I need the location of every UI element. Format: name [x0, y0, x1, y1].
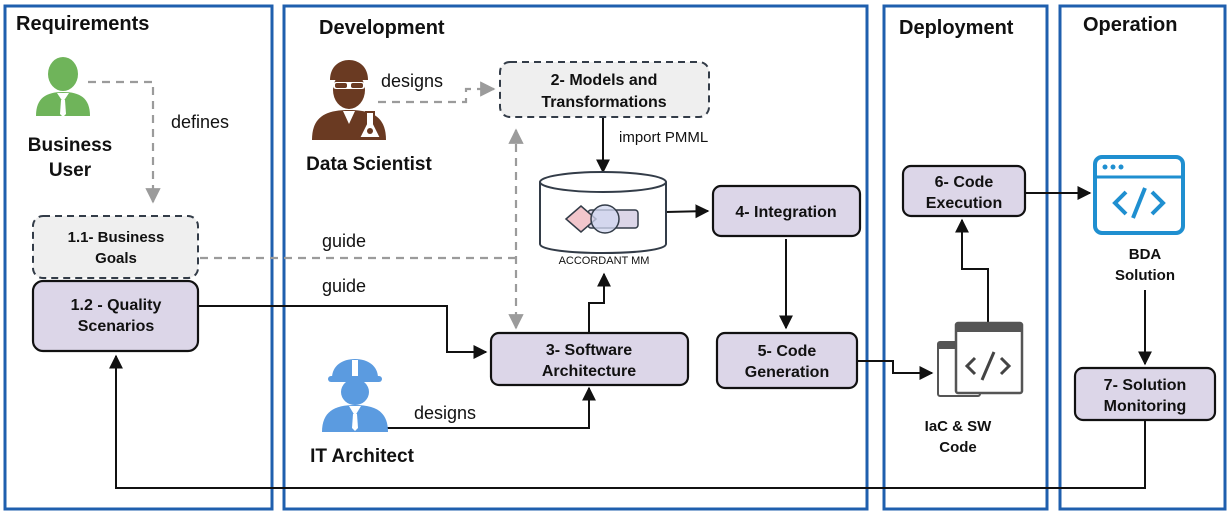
code-window-icon — [1093, 155, 1185, 235]
artifact-label-bda-2: Solution — [1115, 267, 1175, 284]
node-label-business-goals-2: Goals — [95, 250, 137, 267]
node-models-transformations[interactable]: 2- Models and Transformations — [499, 61, 710, 118]
edge-guide-quality — [198, 305, 488, 359]
engineer-icon — [322, 359, 388, 432]
node-label-architecture-1: 3- Software — [546, 342, 632, 359]
phase-operation — [1058, 4, 1227, 511]
phase-title-requirements: Requirements — [16, 13, 149, 35]
node-software-architecture[interactable]: 3- Software Architecture — [489, 331, 690, 387]
node-label-generation-2: Generation — [745, 364, 829, 381]
node-code-generation[interactable]: 5- Code Generation — [715, 331, 859, 390]
code-files-icon — [937, 321, 1024, 397]
artifact-label-bda-1: BDA — [1129, 246, 1162, 263]
edge-generation-code — [858, 360, 934, 380]
actor-label-user: User — [49, 160, 92, 181]
node-business-goals[interactable]: 1.1- Business Goals — [32, 215, 199, 279]
artifact-label-accordant-mm: ACCORDANT MM — [559, 255, 650, 267]
edge-label-guide-quality: guide — [322, 276, 366, 296]
node-label-models-1: 2- Models and — [551, 72, 658, 89]
edge-ita-designs — [360, 386, 596, 429]
database-icon — [539, 171, 667, 254]
node-label-generation-1: 5- Code — [758, 343, 817, 360]
edge-label-defines: defines — [171, 112, 229, 132]
node-label-execution-2: Execution — [926, 195, 1002, 212]
node-label-monitoring-2: Monitoring — [1104, 398, 1187, 415]
edge-label-ita-designs: designs — [414, 403, 476, 423]
edge-ds-designs — [378, 81, 496, 104]
edge-defines — [88, 80, 161, 204]
node-label-quality-1: 1.2 - Quality — [71, 297, 162, 314]
node-label-integration: 4- Integration — [735, 204, 836, 221]
edge-label-ds-designs: designs — [381, 71, 443, 91]
actor-label-data-scientist: Data Scientist — [306, 154, 432, 175]
node-label-models-2: Transformations — [541, 94, 666, 111]
edge-architecture-mm — [588, 272, 611, 333]
scientist-icon — [312, 60, 386, 140]
artifact-label-iac-1: IaC & SW — [925, 418, 993, 435]
artifact-label-iac-2: Code — [939, 439, 977, 456]
edge-label-import-pmml: import PMML — [619, 129, 708, 146]
actor-label-it-architect: IT Architect — [310, 446, 414, 467]
edge-code-execution — [955, 218, 989, 322]
node-label-business-goals-1: 1.1- Business — [68, 229, 165, 246]
node-label-monitoring-1: 7- Solution — [1104, 377, 1187, 394]
phase-title-deployment: Deployment — [899, 17, 1014, 39]
node-label-quality-2: Scenarios — [78, 318, 155, 335]
phase-title-operation: Operation — [1083, 14, 1177, 36]
edge-mm-integration — [665, 204, 710, 219]
edge-label-guide-goals: guide — [322, 231, 366, 251]
node-integration[interactable]: 4- Integration — [711, 184, 862, 238]
actor-label-business: Business — [28, 135, 112, 156]
phase-deployment — [882, 4, 1049, 511]
phase-title-development: Development — [319, 17, 445, 39]
node-solution-monitoring[interactable]: 7- Solution Monitoring — [1073, 366, 1217, 422]
node-label-architecture-2: Architecture — [542, 363, 636, 380]
edge-feedback-quality — [109, 354, 1146, 489]
person-icon — [36, 57, 90, 117]
node-code-execution[interactable]: 6- Code Execution — [901, 164, 1027, 218]
node-label-execution-1: 6- Code — [935, 174, 994, 191]
node-quality-scenarios[interactable]: 1.2 - Quality Scenarios — [31, 279, 200, 353]
